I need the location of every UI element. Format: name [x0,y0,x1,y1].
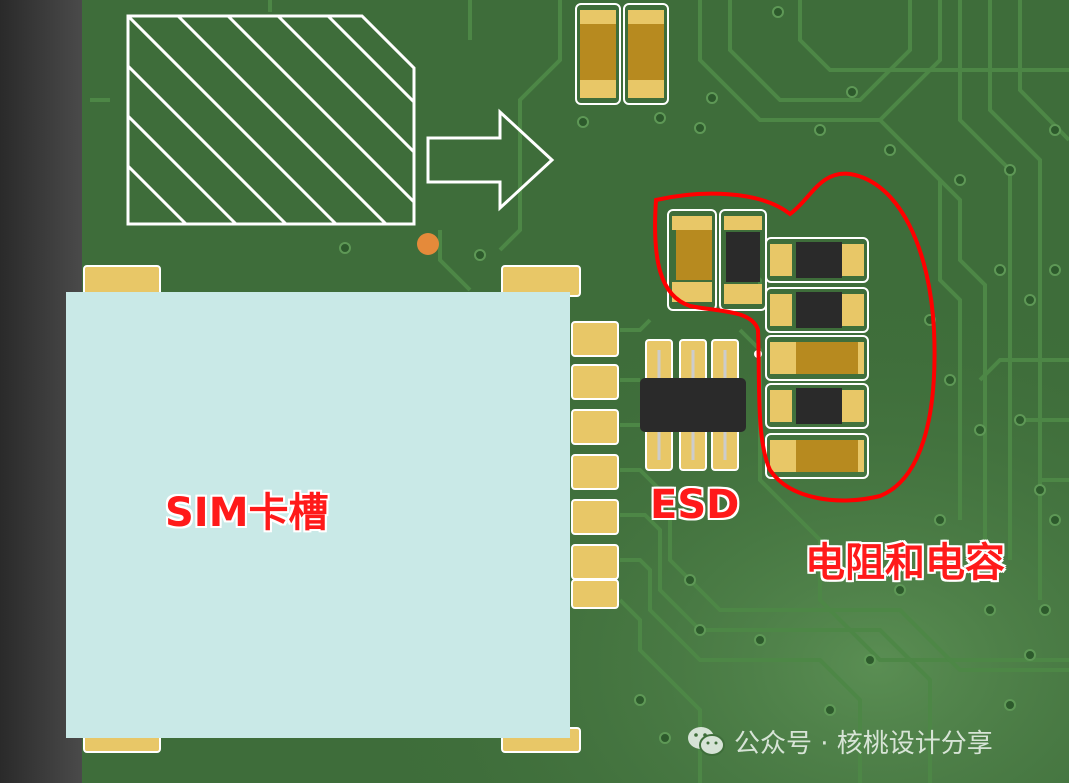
sim-contact-pads [571,321,619,609]
esd-chip [640,339,762,471]
resistors-capacitors-label: 电阻和电容 [805,540,1005,586]
esd-label: ESD [650,482,740,528]
hatched-marker-icon [126,14,416,226]
wechat-icon [688,727,725,756]
arrow-right-icon [426,108,555,212]
highlight-outline [653,171,937,503]
watermark-text: 公众号 · 核桃设计分享 [734,728,993,759]
marker-dot [417,233,439,255]
vias [339,6,1061,744]
sim-card-slot [66,292,570,738]
watermark: 公众号 · 核桃设计分享 [686,724,993,759]
passive-pair [667,209,767,311]
resistor-capacitor-stack [765,237,869,479]
copper-traces [90,0,1069,783]
sim-slot-label: SIM卡槽 [165,490,329,536]
top-capacitors [575,3,669,105]
